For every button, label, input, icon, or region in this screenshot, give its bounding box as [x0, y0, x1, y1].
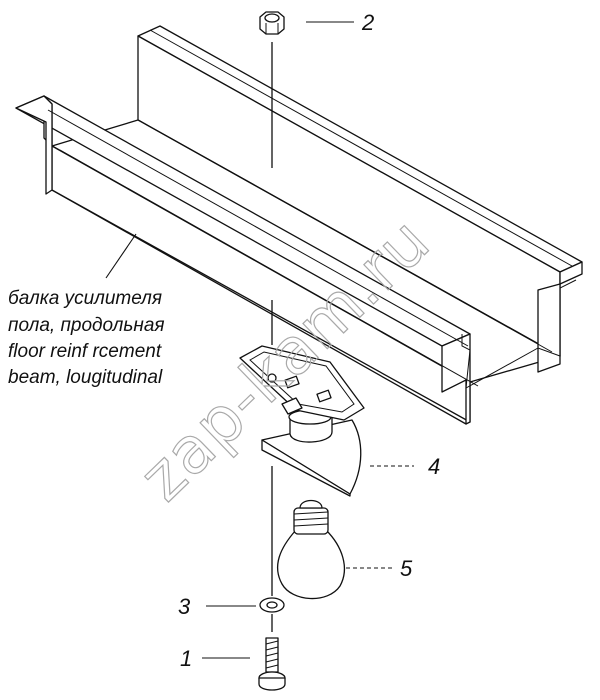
beam-caption: балка усилителя пола, продольная floor r…: [8, 288, 165, 388]
callout-3: 3: [178, 594, 191, 619]
beam-caption-line3: floor reinf rcement: [8, 341, 162, 362]
lamp-bulb: [276, 499, 346, 600]
callout-2: 2: [361, 10, 374, 35]
callout-4: 4: [428, 454, 440, 479]
lamp-housing: [239, 345, 365, 497]
callout-leaders: [105, 21, 414, 659]
beam-caption-line1: балка усилителя: [8, 288, 162, 309]
floor-reinforcement-beam: [15, 25, 583, 425]
callout-1: 1: [180, 646, 192, 671]
callout-5: 5: [400, 556, 413, 581]
washer: [259, 597, 285, 613]
beam-caption-line2: пола, продольная: [8, 315, 165, 336]
nut: [259, 11, 285, 35]
screw: [258, 637, 286, 691]
beam-caption-line4: beam, lougitudinal: [8, 367, 163, 388]
